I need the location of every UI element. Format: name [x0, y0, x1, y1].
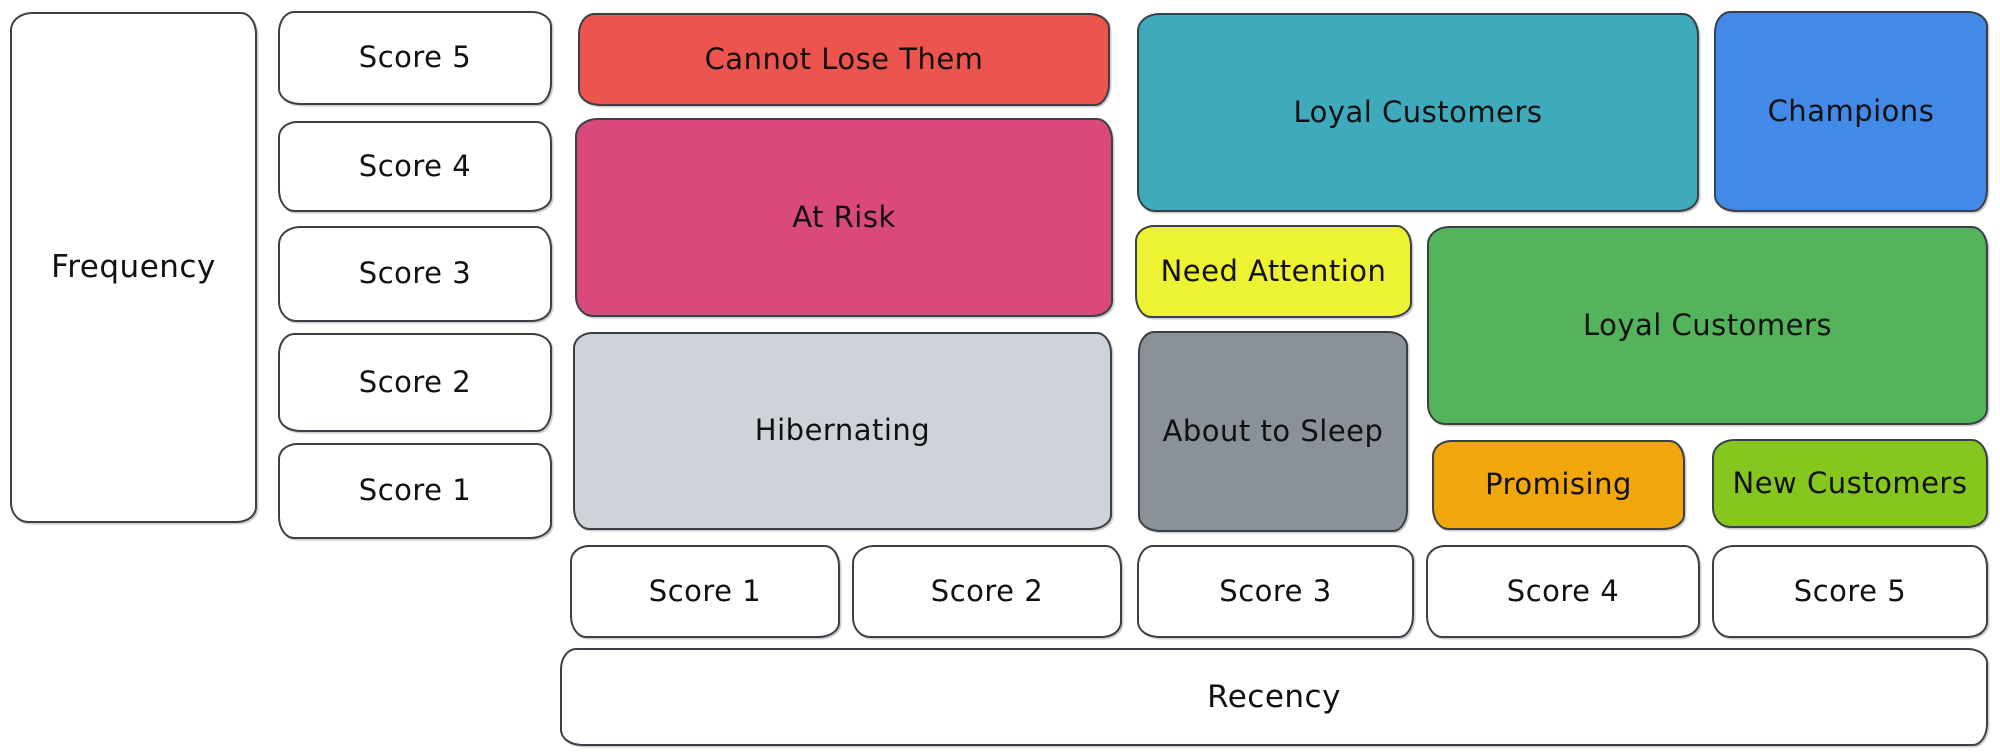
recency-score-1: Score 1 [570, 545, 840, 638]
segment-loyal-customers-top: Loyal Customers [1137, 13, 1699, 212]
segment-about-to-sleep: About to Sleep [1138, 331, 1408, 532]
frequency-score-3: Score 3 [278, 226, 552, 322]
segment-promising: Promising [1432, 440, 1685, 530]
frequency-axis-label: Frequency [10, 12, 257, 523]
segment-at-risk: At Risk [575, 118, 1113, 317]
recency-score-3: Score 3 [1137, 545, 1414, 638]
segment-loyal-customers-right: Loyal Customers [1427, 226, 1988, 425]
recency-score-5: Score 5 [1712, 545, 1988, 638]
segment-need-attention: Need Attention [1135, 225, 1412, 318]
recency-score-2: Score 2 [852, 545, 1122, 638]
frequency-score-4: Score 4 [278, 121, 552, 212]
segment-hibernating: Hibernating [573, 332, 1112, 530]
segment-new-customers: New Customers [1712, 439, 1988, 528]
frequency-score-5: Score 5 [278, 11, 552, 105]
segment-champions: Champions [1714, 11, 1988, 212]
segment-cannot-lose-them: Cannot Lose Them [578, 13, 1110, 106]
recency-score-4: Score 4 [1426, 545, 1700, 638]
frequency-score-1: Score 1 [278, 443, 552, 539]
recency-axis-label: Recency [560, 648, 1988, 746]
frequency-score-2: Score 2 [278, 333, 552, 432]
